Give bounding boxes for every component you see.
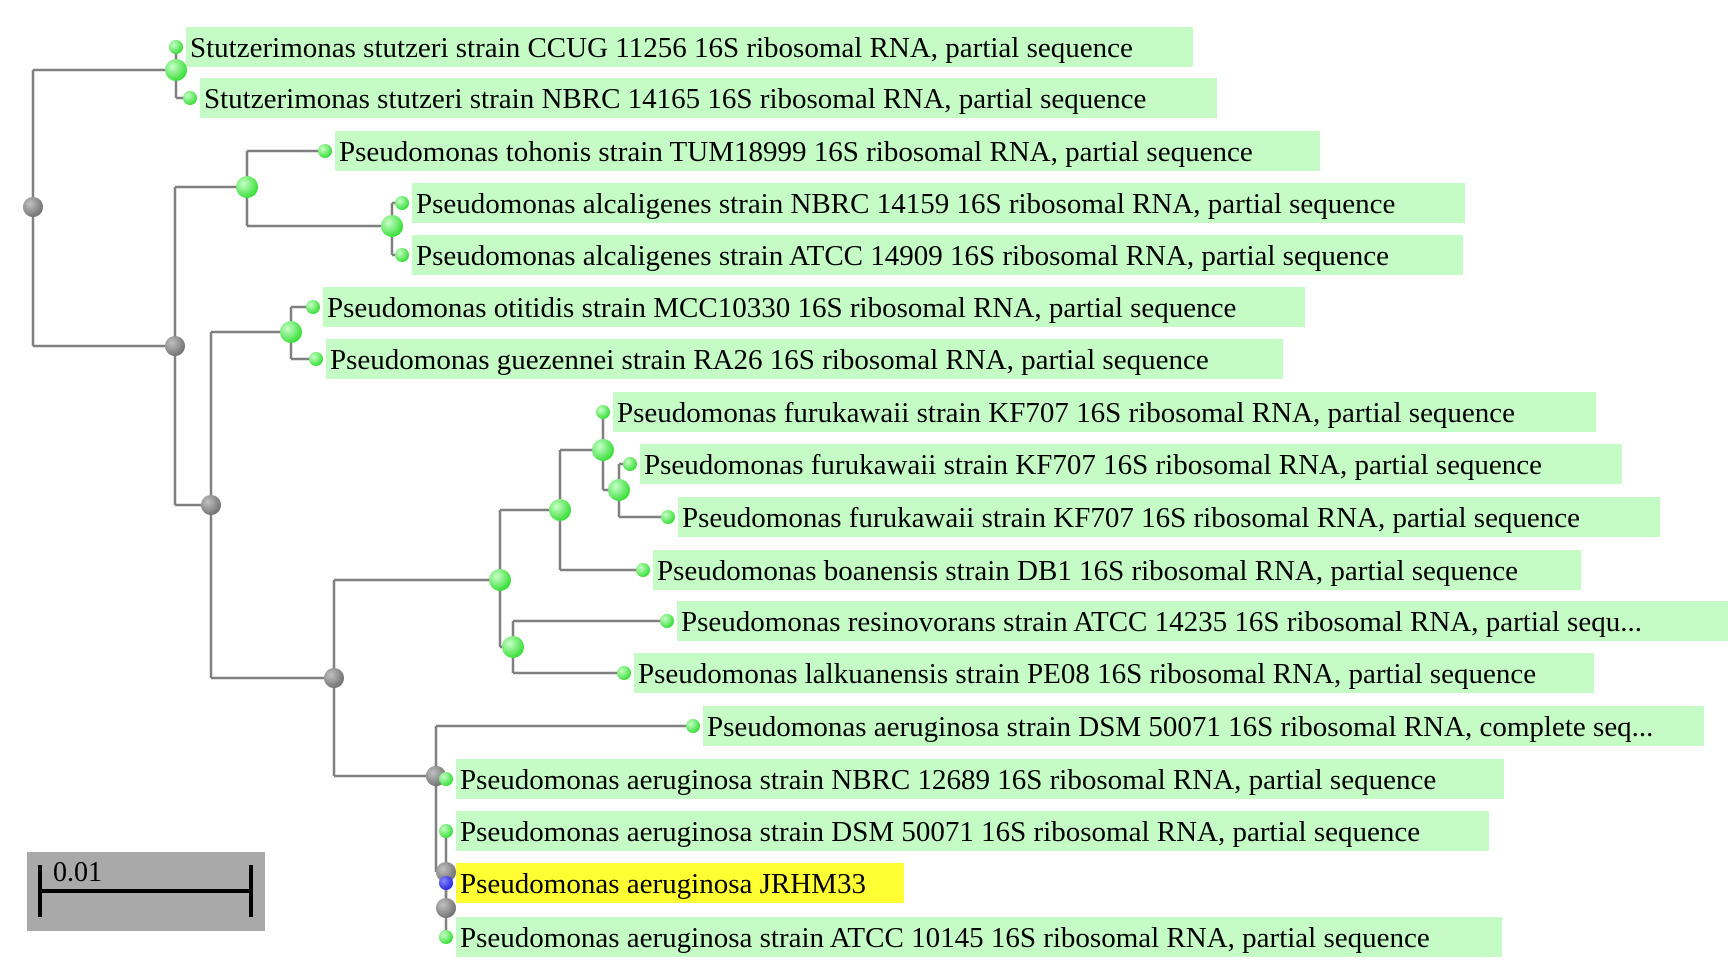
leaf-label-highlight	[703, 706, 1704, 746]
leaf-node[interactable]	[309, 352, 323, 366]
leaf-node[interactable]	[660, 614, 674, 628]
leaf-label-highlight	[323, 287, 1305, 327]
clade-node[interactable]	[608, 479, 630, 501]
leaf-node[interactable]	[306, 300, 320, 314]
leaf-label-highlight	[200, 78, 1217, 118]
leaf-node[interactable]	[636, 563, 650, 577]
tree-nodes	[23, 40, 700, 944]
clade-node[interactable]	[280, 321, 302, 343]
leaf-label-highlight	[335, 131, 1320, 171]
leaf-label: Pseudomonas furukawaii strain KF707 16S …	[682, 502, 1580, 534]
leaf-label: Pseudomonas otitidis strain MCC10330 16S…	[327, 292, 1236, 324]
leaf-label-highlight	[456, 917, 1502, 957]
leaf-node[interactable]	[596, 405, 610, 419]
leaf-label: Pseudomonas guezennei strain RA26 16S ri…	[330, 344, 1209, 376]
leaf-label: Pseudomonas alcaligenes strain NBRC 1415…	[416, 188, 1395, 220]
leaf-node[interactable]	[395, 196, 409, 210]
leaf-label: Stutzerimonas stutzeri strain CCUG 11256…	[190, 32, 1133, 64]
leaf-node[interactable]	[318, 144, 332, 158]
leaf[interactable]: Pseudomonas lalkuanensis strain PE08 16S…	[634, 653, 1594, 693]
clade-node[interactable]	[549, 499, 571, 521]
leaf-label-highlight	[412, 235, 1463, 275]
leaf-node[interactable]	[617, 666, 631, 680]
leaf[interactable]: Pseudomonas aeruginosa strain ATCC 10145…	[456, 917, 1502, 957]
leaf-label-highlight	[634, 653, 1594, 693]
leaf-label-highlight	[640, 444, 1622, 484]
leaf-node[interactable]	[169, 40, 183, 54]
internal-node[interactable]	[165, 336, 185, 356]
scale-bar-label: 0.01	[53, 857, 102, 888]
tree-branches	[31, 47, 693, 937]
leaf[interactable]: Pseudomonas guezennei strain RA26 16S ri…	[326, 339, 1283, 379]
leaf-label-highlight	[456, 811, 1489, 851]
leaf[interactable]: Stutzerimonas stutzeri strain CCUG 11256…	[186, 27, 1193, 67]
clade-node[interactable]	[502, 636, 524, 658]
clade-node[interactable]	[489, 569, 511, 591]
leaf[interactable]: Pseudomonas alcaligenes strain NBRC 1415…	[412, 183, 1465, 223]
leaf-node[interactable]	[439, 930, 453, 944]
leaf-label-highlight	[678, 497, 1660, 537]
internal-node[interactable]	[324, 668, 344, 688]
leaf-label-highlight	[186, 27, 1193, 67]
leaf-node[interactable]	[623, 457, 637, 471]
leaf-label: Pseudomonas aeruginosa strain ATCC 10145…	[460, 922, 1430, 954]
leaf-label: Pseudomonas alcaligenes strain ATCC 1490…	[416, 240, 1389, 272]
clade-node[interactable]	[381, 215, 403, 237]
leaf-label: Pseudomonas aeruginosa strain DSM 50071 …	[707, 711, 1653, 743]
leaf-label-highlight	[456, 759, 1504, 799]
query-leaf-node[interactable]	[439, 876, 453, 890]
leaf[interactable]: Pseudomonas aeruginosa strain DSM 50071 …	[456, 811, 1489, 851]
leaf[interactable]: Pseudomonas aeruginosa JRHM33	[456, 863, 904, 903]
leaf-label: Pseudomonas furukawaii strain KF707 16S …	[644, 449, 1542, 481]
leaf[interactable]: Pseudomonas otitidis strain MCC10330 16S…	[323, 287, 1305, 327]
internal-node[interactable]	[436, 862, 456, 882]
query-label-highlight	[456, 863, 904, 903]
leaf-label: Pseudomonas resinovorans strain ATCC 142…	[681, 606, 1642, 638]
leaf-label: Pseudomonas lalkuanensis strain PE08 16S…	[638, 658, 1536, 690]
leaf[interactable]: Pseudomonas furukawaii strain KF707 16S …	[613, 392, 1596, 432]
clade-node[interactable]	[236, 176, 258, 198]
leaf-node[interactable]	[439, 824, 453, 838]
leaf[interactable]: Pseudomonas furukawaii strain KF707 16S …	[640, 444, 1622, 484]
scale-bar: 0.01	[27, 852, 265, 931]
leaf-label-highlight	[613, 392, 1596, 432]
leaf-node[interactable]	[661, 510, 675, 524]
leaf-label: Pseudomonas aeruginosa JRHM33	[460, 868, 866, 900]
leaf[interactable]: Pseudomonas tohonis strain TUM18999 16S …	[335, 131, 1320, 171]
leaf-label: Pseudomonas aeruginosa strain NBRC 12689…	[460, 764, 1436, 796]
leaf-label-highlight	[412, 183, 1465, 223]
leaf[interactable]: Pseudomonas alcaligenes strain ATCC 1490…	[412, 235, 1463, 275]
leaf[interactable]: Pseudomonas aeruginosa strain NBRC 12689…	[456, 759, 1504, 799]
leaf-node[interactable]	[439, 772, 453, 786]
leaf[interactable]: Stutzerimonas stutzeri strain NBRC 14165…	[200, 78, 1217, 118]
internal-node[interactable]	[23, 197, 43, 217]
leaf-node[interactable]	[686, 719, 700, 733]
leaf-label: Pseudomonas boanensis strain DB1 16S rib…	[657, 555, 1518, 587]
clade-node[interactable]	[592, 439, 614, 461]
leaf-label: Pseudomonas aeruginosa strain DSM 50071 …	[460, 816, 1420, 848]
leaf[interactable]: Pseudomonas boanensis strain DB1 16S rib…	[653, 550, 1581, 590]
clade-node[interactable]	[165, 59, 187, 81]
leaf-labels: Stutzerimonas stutzeri strain CCUG 11256…	[186, 27, 1728, 957]
leaf-label: Pseudomonas tohonis strain TUM18999 16S …	[339, 136, 1253, 168]
leaf[interactable]: Pseudomonas aeruginosa strain DSM 50071 …	[703, 706, 1704, 746]
leaf[interactable]: Pseudomonas resinovorans strain ATCC 142…	[677, 601, 1728, 641]
internal-node[interactable]	[436, 898, 456, 918]
leaf-node[interactable]	[395, 248, 409, 262]
leaf-label-highlight	[326, 339, 1283, 379]
internal-node[interactable]	[201, 495, 221, 515]
leaf[interactable]: Pseudomonas furukawaii strain KF707 16S …	[678, 497, 1660, 537]
leaf-label: Pseudomonas furukawaii strain KF707 16S …	[617, 397, 1515, 429]
leaf-label-highlight	[653, 550, 1581, 590]
leaf-label-highlight	[677, 601, 1728, 641]
leaf-node[interactable]	[183, 91, 197, 105]
leaf-label: Stutzerimonas stutzeri strain NBRC 14165…	[204, 83, 1146, 115]
